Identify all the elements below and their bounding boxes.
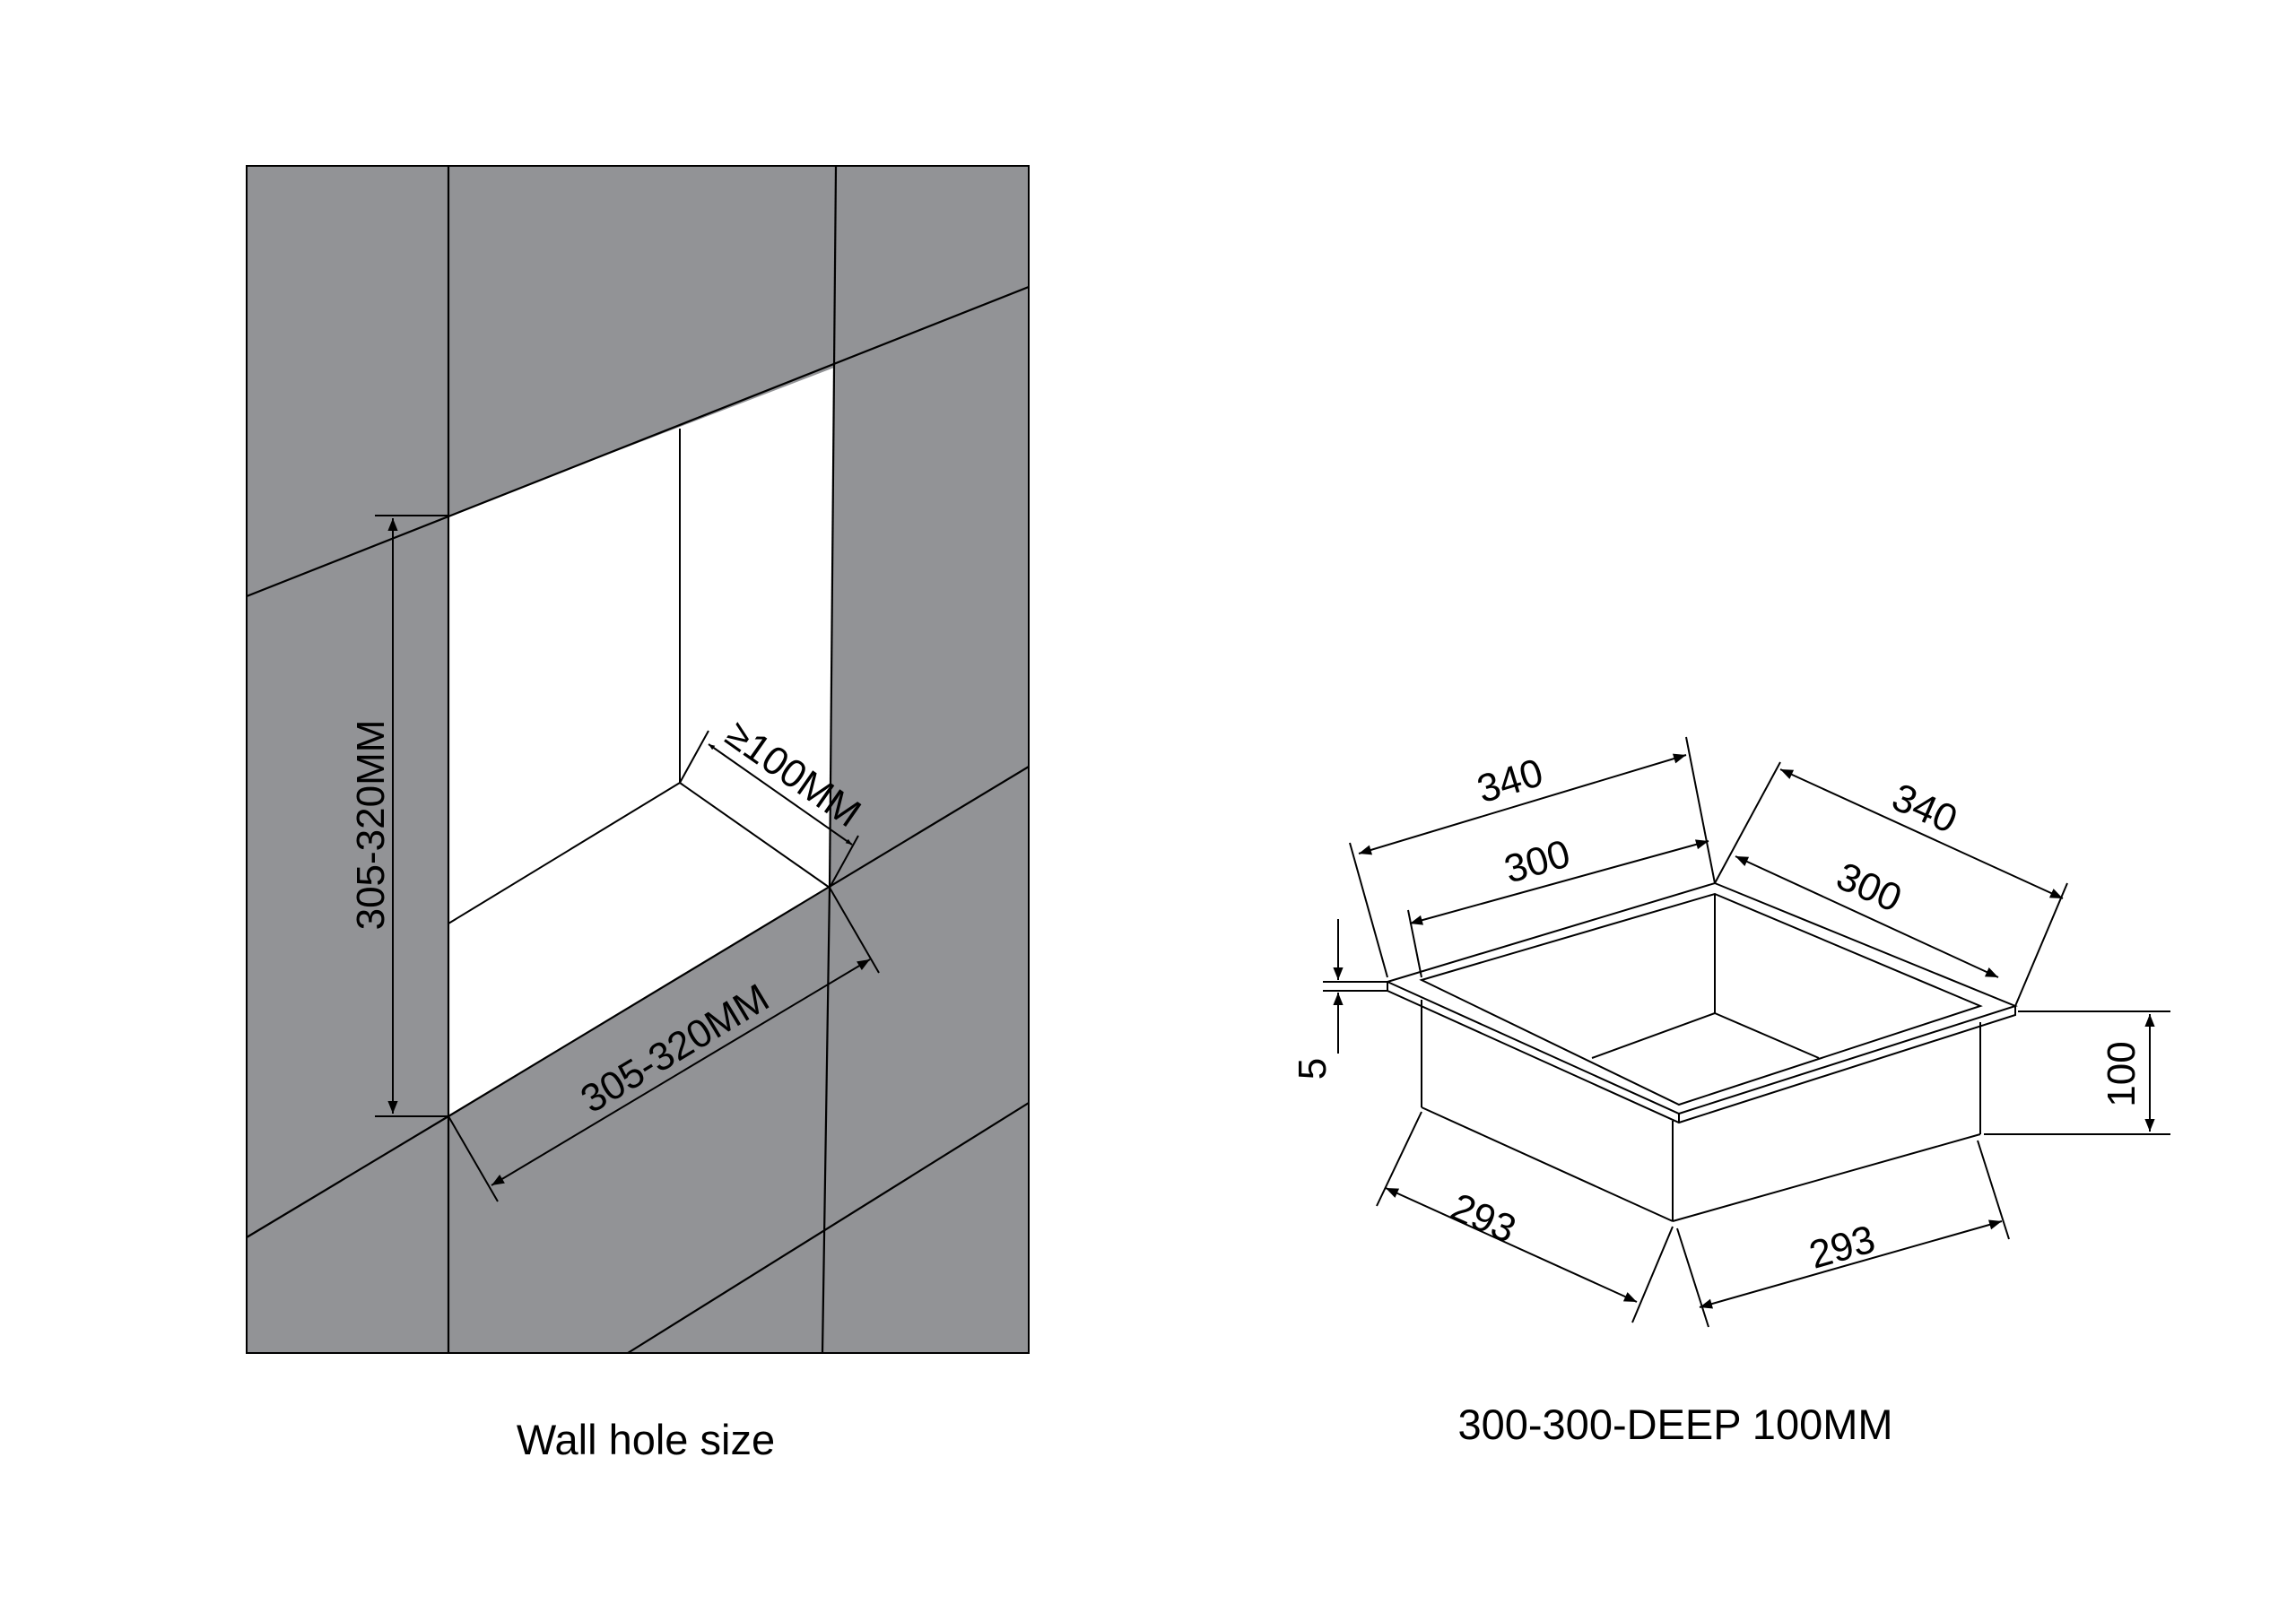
height-label: 305-320MM [349,720,393,931]
wall-caption: Wall hole size [517,1416,775,1463]
depth-label-niche: 100 [2100,1041,2144,1106]
wall-opening [448,368,834,1116]
bottom-right-label: 293 [1805,1217,1880,1277]
wall-hole-drawing: 305-320MM 305-320MM ≥100MM Wall hole siz… [246,165,1030,1463]
inner-top-right-label: 300 [1830,854,1908,921]
inner-top-left-label: 300 [1500,831,1575,891]
niche-dimensions [1323,736,2170,1328]
flange-outer [1385,881,2018,1115]
outer-top-left-label: 340 [1472,750,1548,811]
flange-thickness-label: 5 [1291,1058,1335,1080]
outer-top-right-label: 340 [1885,775,1963,842]
depth-dimension [679,730,859,889]
niche-caption: 300-300-DEEP 100MM [1457,1401,1892,1448]
niche-box-drawing [1385,881,2018,1222]
height-dimension [375,515,448,1117]
width-dimension [448,887,880,1202]
bottom-left-label: 293 [1444,1184,1522,1252]
